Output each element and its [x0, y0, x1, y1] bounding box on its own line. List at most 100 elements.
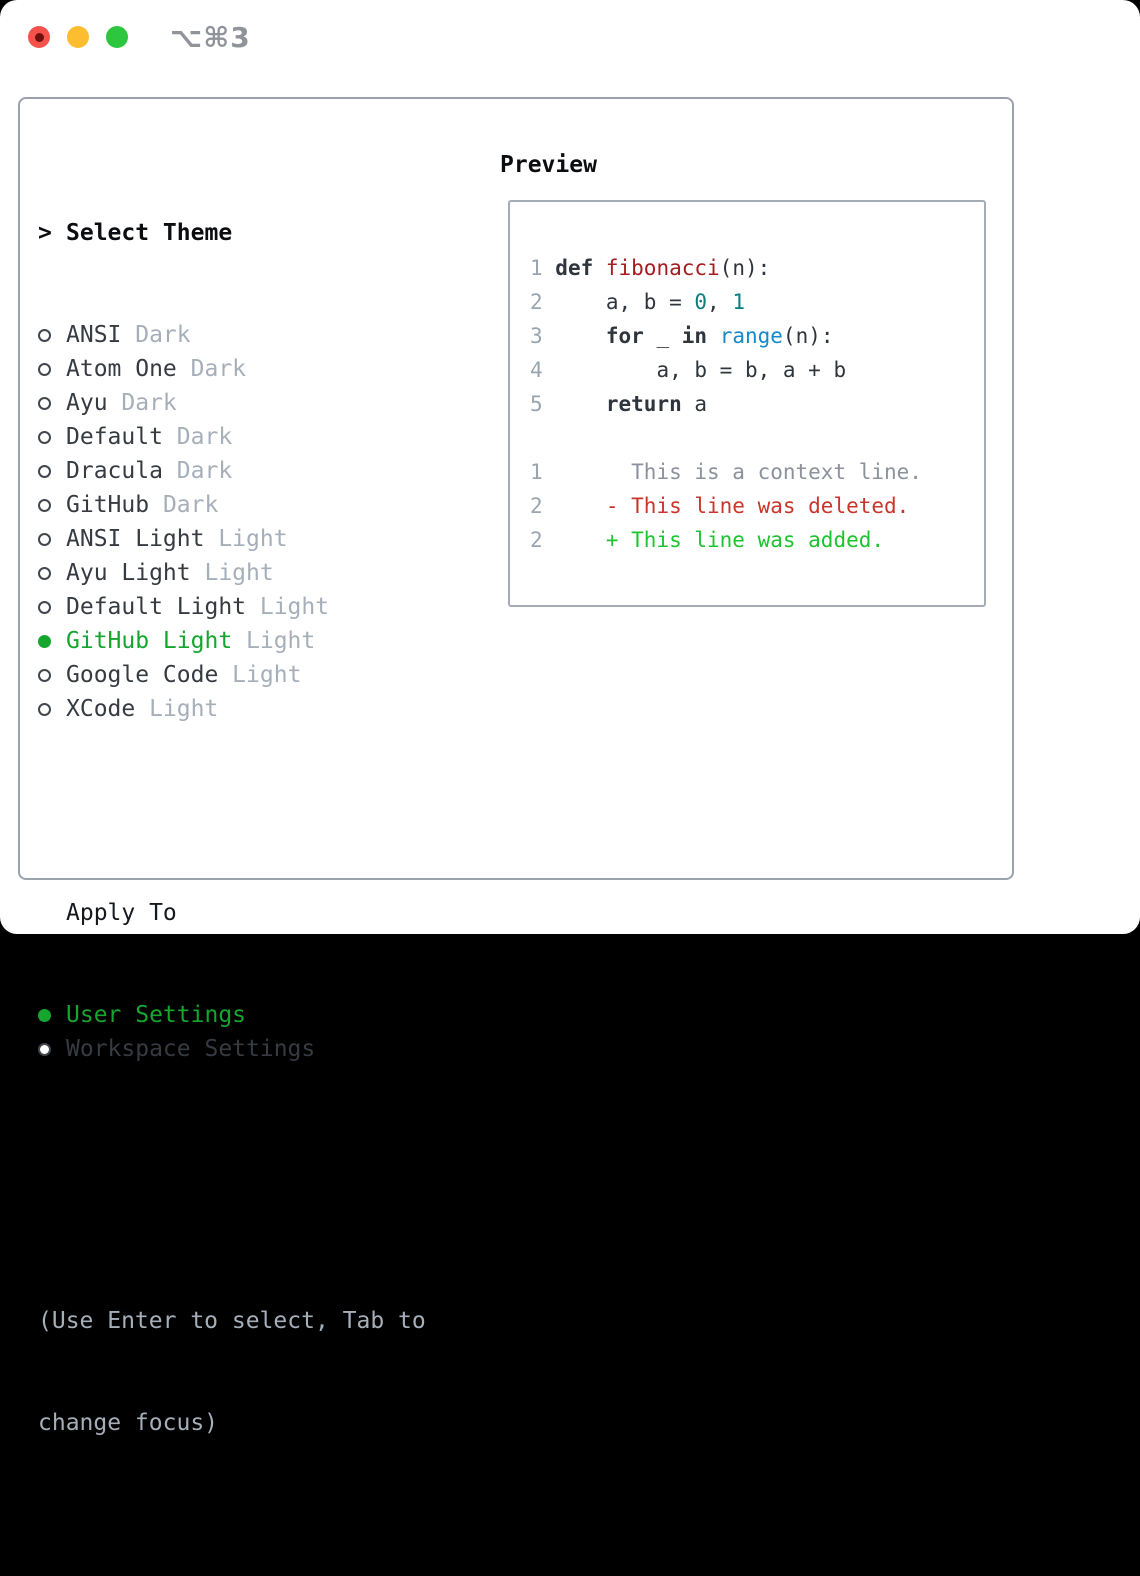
theme-option[interactable]: XCode Light: [38, 692, 426, 726]
option-label: Atom One: [66, 352, 177, 386]
variant-label: Light: [204, 522, 287, 556]
theme-option[interactable]: ANSI Dark: [38, 318, 426, 352]
code-token: (n):: [720, 256, 771, 280]
hint-text: (Use Enter to select, Tab to change focu…: [38, 1236, 426, 1508]
radio-selected-icon: [38, 635, 51, 648]
theme-option[interactable]: Google Code Light: [38, 658, 426, 692]
code-line: 2 a, b = 0, 1: [530, 285, 984, 319]
radio-icon: [38, 329, 51, 342]
option-label: Default: [66, 420, 163, 454]
radio-selected-icon: [38, 1009, 51, 1022]
code-token: a, b = b, a + b: [555, 358, 846, 382]
code-token: for: [606, 324, 644, 348]
radio-icon: [38, 669, 51, 682]
minimize-button[interactable]: [67, 26, 89, 48]
code-line: 3 for _ in range(n):: [530, 319, 984, 353]
variant-label: Dark: [121, 318, 190, 352]
code-token: _: [644, 324, 682, 348]
code-token: [555, 392, 606, 416]
theme-option[interactable]: Dracula Dark: [38, 454, 426, 488]
option-label: GitHub: [66, 488, 149, 522]
option-label: Dracula: [66, 454, 163, 488]
hint-line-1: (Use Enter to select, Tab to: [38, 1304, 426, 1338]
apply-to-header: Apply To: [38, 896, 426, 930]
theme-option[interactable]: Ayu Dark: [38, 386, 426, 420]
diff-text: + This line was added.: [555, 528, 884, 552]
code-token: return: [606, 392, 682, 416]
marker-cell: [38, 658, 66, 692]
diff-line: 2 - This line was deleted.: [530, 489, 984, 523]
option-label: ANSI Light: [66, 522, 204, 556]
diff-line: 2 + This line was added.: [530, 523, 984, 557]
code-token: def: [555, 256, 606, 280]
radio-icon: [38, 567, 51, 580]
line-number: 3: [530, 324, 555, 348]
preview-title: Preview: [500, 148, 597, 182]
code-token: a, b =: [555, 290, 694, 314]
option-label: GitHub Light: [66, 624, 232, 658]
radio-icon: [38, 533, 51, 546]
variant-label: Light: [191, 556, 274, 590]
close-button[interactable]: [28, 26, 50, 48]
marker-cell: [38, 590, 66, 624]
marker-cell: [38, 318, 66, 352]
theme-option[interactable]: Default Dark: [38, 420, 426, 454]
diff-line: 1 This is a context line.: [530, 455, 984, 489]
close-dot-icon: [35, 33, 44, 42]
hint-line-2: change focus): [38, 1406, 426, 1440]
apply-to-label: Apply To: [66, 896, 177, 930]
line-number: 2: [530, 494, 555, 518]
line-number: 4: [530, 358, 555, 382]
line-number: 1: [530, 460, 555, 484]
radio-icon: [38, 703, 51, 716]
select-theme-label: Select Theme: [66, 216, 232, 250]
radio-icon: [38, 1043, 51, 1056]
code-token: [555, 324, 606, 348]
line-number: 2: [530, 528, 555, 552]
apply-option[interactable]: Workspace Settings: [38, 1032, 426, 1066]
code-token: in: [682, 324, 707, 348]
code-token: range: [720, 324, 783, 348]
marker-cell: [38, 556, 66, 590]
option-label: ANSI: [66, 318, 121, 352]
variant-label: Light: [232, 624, 315, 658]
option-label: Ayu Light: [66, 556, 191, 590]
option-label: Ayu: [66, 386, 108, 420]
theme-option[interactable]: Default Light Light: [38, 590, 426, 624]
window-titlebar: ⌥⌘3: [28, 26, 251, 48]
maximize-button[interactable]: [106, 26, 128, 48]
radio-icon: [38, 431, 51, 444]
radio-icon: [38, 465, 51, 478]
code-token: 0: [694, 290, 707, 314]
code-line: 1 def fibonacci(n):: [530, 251, 984, 285]
theme-option[interactable]: GitHub Dark: [38, 488, 426, 522]
diff-text: This is a context line.: [555, 460, 922, 484]
radio-icon: [38, 601, 51, 614]
radio-icon: [38, 499, 51, 512]
marker-cell: [38, 352, 66, 386]
apply-option[interactable]: User Settings: [38, 998, 426, 1032]
option-label: Workspace Settings: [66, 1032, 315, 1066]
theme-option[interactable]: ANSI Light Light: [38, 522, 426, 556]
blank-line: [530, 421, 984, 455]
theme-option[interactable]: Atom One Dark: [38, 352, 426, 386]
option-label: Google Code: [66, 658, 218, 692]
diff-text: - This line was deleted.: [555, 494, 909, 518]
theme-option[interactable]: Ayu Light Light: [38, 556, 426, 590]
variant-label: Dark: [108, 386, 177, 420]
option-label: XCode: [66, 692, 135, 726]
line-number: 1: [530, 256, 555, 280]
marker-cell: [38, 386, 66, 420]
radio-icon: [38, 397, 51, 410]
marker-cell: [38, 454, 66, 488]
code-token: ,: [707, 290, 732, 314]
window-shortcut-label: ⌥⌘3: [170, 21, 251, 54]
marker-cell: [38, 998, 66, 1032]
theme-option[interactable]: GitHub Light Light: [38, 624, 426, 658]
